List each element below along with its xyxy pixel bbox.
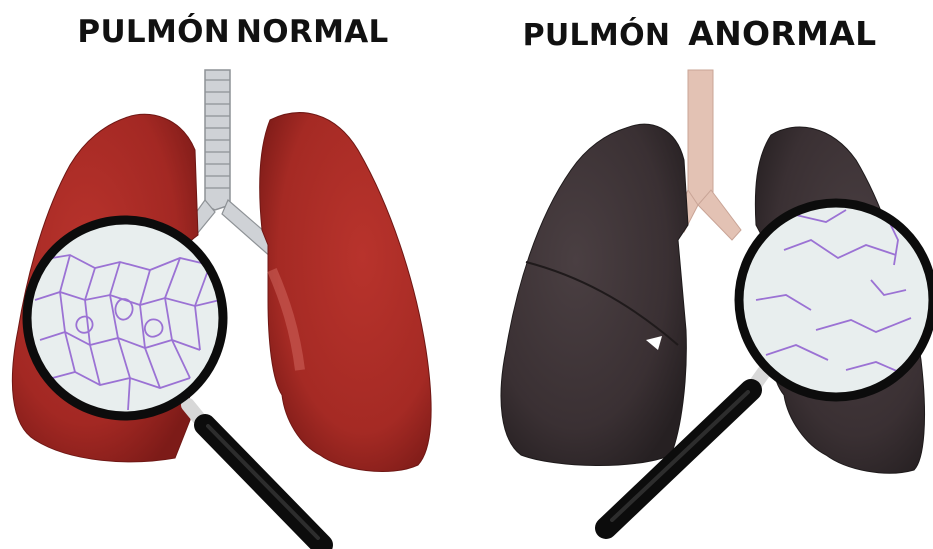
abnormal-lung-illustration: [466, 0, 933, 549]
normal-lung-illustration: [0, 0, 466, 549]
left-lung: [501, 124, 688, 465]
